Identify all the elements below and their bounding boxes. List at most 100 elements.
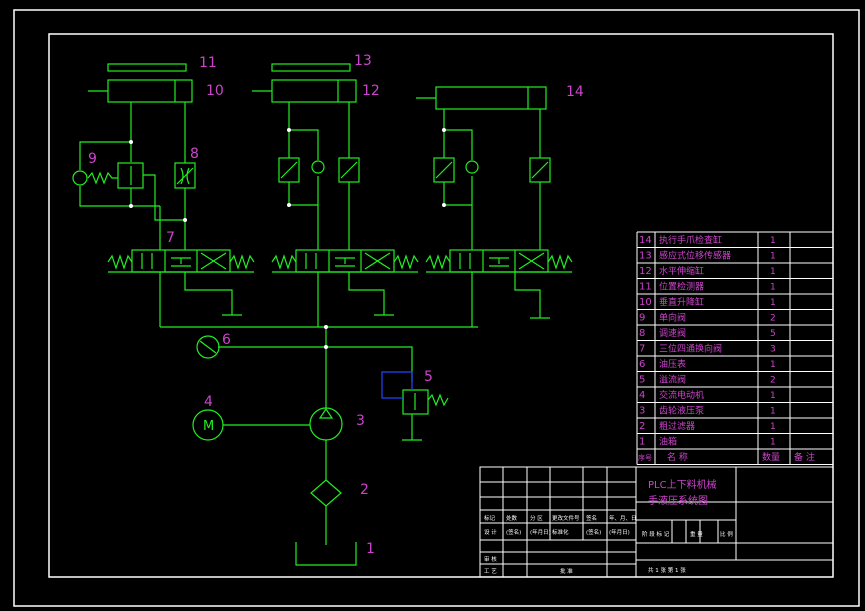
horizontal-cylinder-12	[271, 79, 357, 103]
svg-text:(年月日): (年月日)	[609, 528, 630, 536]
svg-text:年、月、日: 年、月、日	[609, 514, 637, 522]
table-row-no: 4	[639, 390, 645, 401]
table-row-name: 交流电动机	[659, 389, 704, 401]
table-row-qty: 1	[770, 422, 776, 432]
table-header-no: 序号	[638, 453, 652, 462]
table-row-name: 执行手爪检查缸	[659, 234, 722, 246]
directional-valve-right	[425, 249, 573, 273]
table-row-name: 溢流阀	[659, 374, 686, 386]
table-row-no: 14	[639, 235, 652, 246]
svg-text:标准化: 标准化	[552, 528, 569, 536]
drawing-title-line2: 手液压系统图	[648, 494, 708, 507]
label-12: 12	[362, 83, 380, 99]
table-row-name: 调速阀	[659, 328, 686, 339]
svg-text:批 准: 批 准	[560, 567, 573, 575]
table-row-name: 单向阀	[659, 312, 686, 324]
svg-text:比 例: 比 例	[720, 530, 733, 538]
drawing-title-line1: PLC上下料机械	[648, 478, 717, 491]
svg-text:共 1 张 第 1 张: 共 1 张 第 1 张	[648, 566, 686, 574]
table-row-qty: 1	[770, 283, 776, 293]
label-13: 13	[354, 53, 372, 69]
svg-text:工 艺: 工 艺	[484, 568, 497, 575]
table-row-qty: 2	[770, 314, 776, 324]
svg-text:(年月日): (年月日)	[530, 528, 551, 536]
table-row-name: 垂直升降缸	[659, 296, 704, 308]
title-block	[479, 466, 834, 578]
label-7: 7	[166, 230, 175, 246]
svg-text:签名: 签名	[586, 514, 597, 522]
inner-frame	[48, 33, 834, 578]
label-5: 5	[424, 369, 433, 385]
table-row-no: 5	[639, 375, 645, 386]
svg-text:阶 段 标 记: 阶 段 标 记	[642, 530, 670, 538]
table-row-name: 油箱	[659, 436, 677, 448]
table-row-no: 3	[639, 406, 645, 417]
title-block-text: PLC上下料机械 手液压系统图 标记 处数 分 区 更改文件号 签名 年、月、日…	[484, 478, 733, 575]
table-row-no: 11	[639, 282, 652, 293]
svg-text:处数: 处数	[506, 514, 518, 522]
table-header-note: 备 注	[794, 451, 815, 463]
position-sensor-bar-13	[271, 63, 351, 72]
label-1: 1	[366, 541, 375, 557]
label-6: 6	[222, 332, 231, 348]
table-row-name: 三位四通换向阀	[659, 343, 722, 355]
table-row-qty: 1	[770, 298, 776, 308]
label-11: 11	[199, 55, 217, 71]
motor-symbol: M	[203, 419, 214, 434]
table-header-qty: 数量	[762, 451, 780, 463]
table-row-no: 9	[639, 313, 645, 324]
svg-text:(签名): (签名)	[506, 528, 521, 536]
table-row-qty: 2	[770, 376, 776, 386]
svg-text:更改文件号: 更改文件号	[552, 514, 580, 522]
table-row-qty: 5	[770, 329, 776, 339]
table-row-no: 13	[639, 251, 652, 262]
component-labels: 1 2 3 4 5 6 7 8 9 10 11 12 13 14	[88, 53, 584, 557]
table-row-no: 6	[639, 359, 645, 370]
table-row-qty: 1	[770, 407, 776, 417]
table-row-qty: 1	[770, 267, 776, 277]
svg-text:(签名): (签名)	[586, 528, 601, 536]
table-row-no: 12	[639, 266, 652, 277]
directional-valve-middle	[271, 249, 419, 273]
svg-text:重 量: 重 量	[690, 530, 703, 538]
table-row-name: 粗过滤器	[659, 420, 695, 432]
pilot-line	[381, 371, 413, 399]
table-row-name: 齿轮液压泵	[659, 405, 704, 417]
outer-frame	[13, 9, 860, 607]
svg-text:分 区: 分 区	[530, 514, 543, 522]
table-row-qty: 1	[770, 360, 776, 370]
directional-valve-left	[107, 249, 255, 273]
table-row-qty: 1	[770, 252, 776, 262]
label-3: 3	[356, 413, 365, 429]
table-header-name: 名 称	[667, 451, 688, 463]
table-row-no: 2	[639, 421, 645, 432]
label-2: 2	[360, 482, 369, 498]
svg-text:设 计: 设 计	[484, 528, 497, 536]
position-detector-bar-11	[107, 63, 187, 72]
table-row-no: 8	[639, 328, 645, 339]
table-row-no: 7	[639, 344, 645, 355]
table-row-qty: 3	[770, 345, 776, 355]
table-row-name: 位置检测器	[659, 281, 704, 293]
table-row-name: 水平伸缩缸	[659, 265, 704, 277]
svg-text:标记: 标记	[484, 514, 496, 522]
table-row-name: 感应式位移传感器	[659, 250, 731, 262]
label-4: 4	[204, 394, 213, 410]
table-row-qty: 1	[770, 236, 776, 246]
label-8: 8	[190, 146, 199, 162]
table-row-no: 1	[639, 437, 645, 448]
vertical-cylinder-10	[107, 79, 193, 103]
table-row-qty: 1	[770, 391, 776, 401]
table-row-qty: 1	[770, 438, 776, 448]
label-14: 14	[566, 84, 584, 100]
label-9: 9	[88, 151, 97, 167]
table-row-name: 油压表	[659, 358, 686, 370]
table-row-no: 10	[639, 297, 652, 308]
label-10: 10	[206, 83, 224, 99]
junction-dots	[129, 128, 446, 349]
circuit	[72, 63, 573, 566]
svg-text:审 核: 审 核	[484, 555, 497, 563]
gripper-cylinder-14	[435, 86, 547, 110]
